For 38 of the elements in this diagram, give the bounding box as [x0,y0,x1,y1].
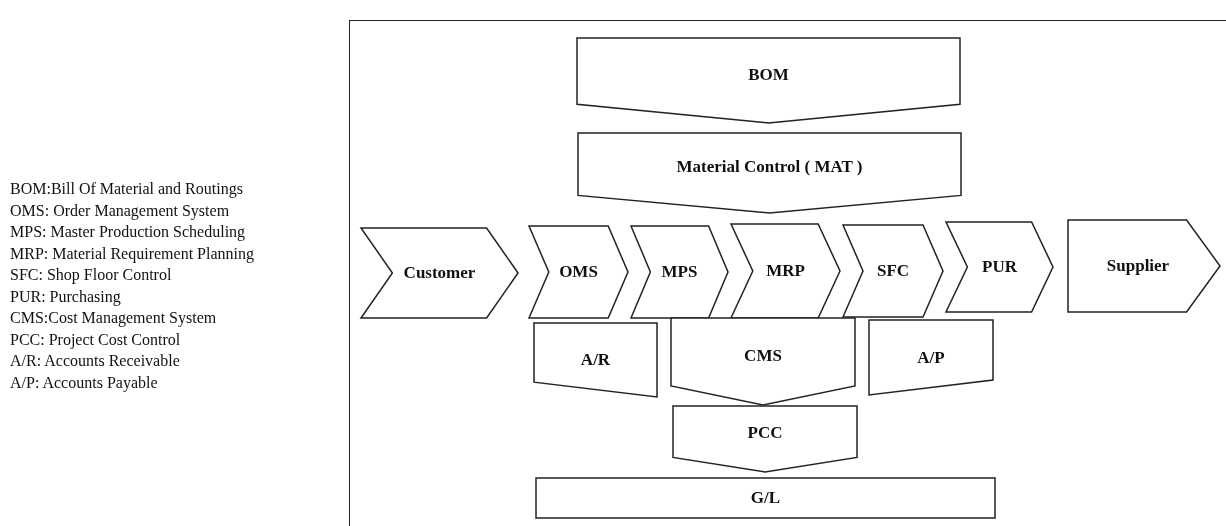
node-label: MPS [661,262,698,282]
node-label: SFC [876,261,910,281]
slanted-box [534,323,657,397]
chevron-box [529,226,628,318]
abbreviation-note: SFC: Shop Floor Control [10,265,173,286]
abbreviation-note: BOM:Bill Of Material and Routings [10,179,244,200]
abbreviation-note: PUR: Purchasing [10,286,122,307]
pentagon-arrow [1068,220,1220,312]
chevron-box [731,224,840,318]
node-label: OMS [559,262,598,282]
slanted-box [869,320,993,395]
process-box [536,478,995,518]
down-pentagon [577,38,960,123]
abbreviation-note: CMS:Cost Management System [10,308,218,329]
node-label: Customer [403,263,476,283]
chevron-box [631,226,728,318]
abbreviation-note: MRP: Material Requirement Planning [10,243,254,264]
node-label: A/R [580,350,611,370]
down-pentagon [671,318,855,405]
chevron-box [946,222,1053,312]
node-label: Supplier [1106,256,1170,276]
abbreviation-note: PCC: Project Cost Control [10,329,182,350]
node-label: CMS [744,345,782,366]
node-label: A/P [917,347,945,368]
node-label: BOM [748,64,789,85]
down-pentagon [673,406,857,472]
node-label: Material Control ( MAT ) [676,157,863,177]
node-label: PCC [747,423,783,443]
down-pentagon [578,133,961,213]
chevron-box [843,225,943,317]
abbreviation-note: A/R: Accounts Receivable [10,351,181,371]
abbreviation-note: OMS: Order Management System [10,200,231,221]
chevron-box [361,228,518,318]
node-label: G/L [750,488,781,508]
abbreviation-note: MPS: Master Production Scheduling [10,222,247,243]
node-label: PUR [982,257,1017,277]
abbreviation-note: A/P: Accounts Payable [10,372,159,393]
node-label: MRP [766,261,805,281]
